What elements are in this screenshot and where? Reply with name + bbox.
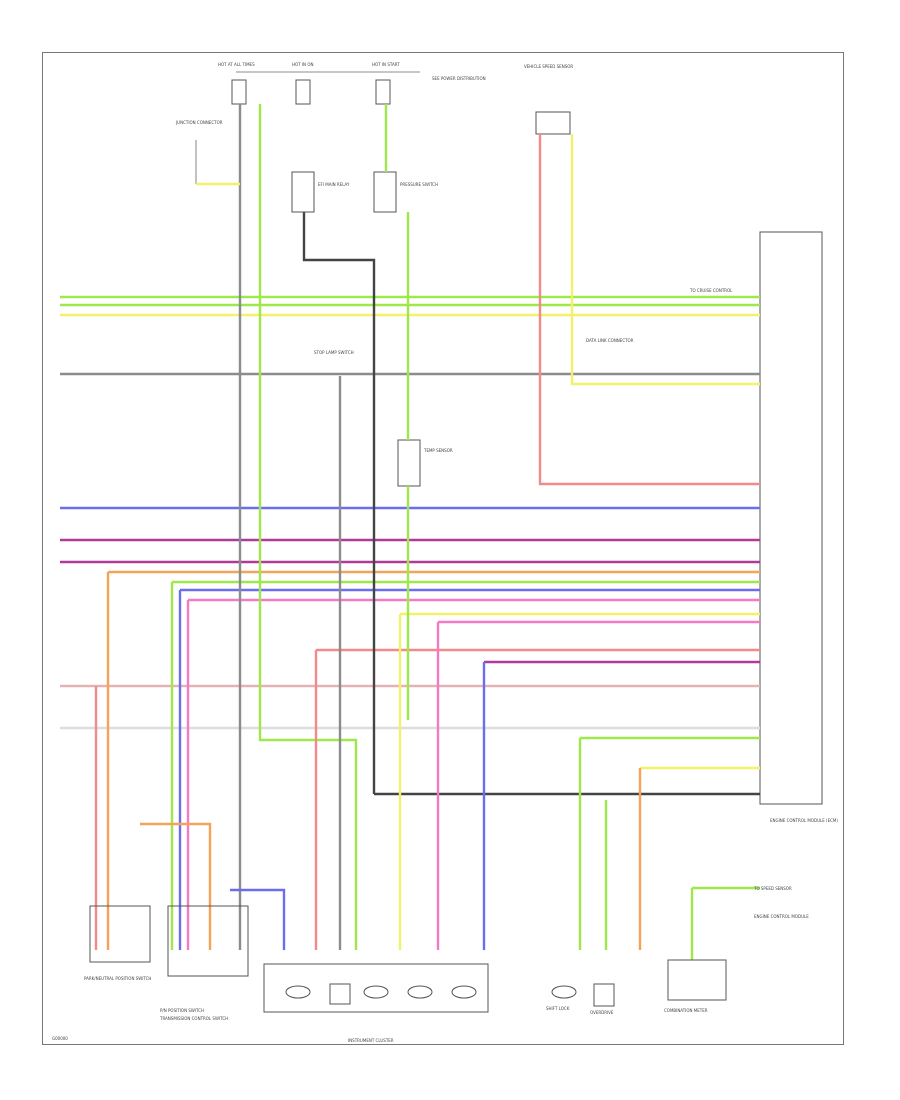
vwire-red-a (538, 134, 760, 486)
footer-code: G00000 (52, 1036, 68, 1041)
combo-label: COMBINATION METER (664, 1008, 708, 1013)
bottom-left-connector (89, 905, 151, 963)
ecm-label: ENGINE CONTROL MODULE (ECM) (770, 818, 838, 823)
main-relay-label: EFI MAIN RELAY (318, 182, 350, 187)
pressure-label: PRESSURE SWITCH (400, 182, 438, 187)
vertical-wires (94, 104, 760, 960)
fuse-2 (295, 79, 311, 105)
overdrive-label: OVERDRIVE (590, 1010, 614, 1015)
cluster-lamp-4 (451, 985, 477, 999)
speed-sensor-box (535, 111, 571, 135)
bottom-components: PARK/NEUTRAL POSITION SWITCH P/N POSITIO… (84, 886, 809, 1043)
relay-1 (291, 171, 315, 213)
top-fuse-3-label: HOT IN START (372, 62, 400, 67)
ecm-right-label: ENGINE CONTROL MODULE (754, 914, 809, 919)
horizontal-wires (60, 295, 760, 796)
left-junction: JUNCTION CONNECTOR (175, 120, 223, 184)
left-junction-label: JUNCTION CONNECTOR (175, 120, 223, 125)
cluster-lamp-2 (363, 985, 389, 999)
cluster-lamp-1 (285, 985, 311, 999)
top-fuse-group: HOT AT ALL TIMES HOT IN ON HOT IN START … (218, 62, 486, 105)
cluster-gauge-1 (329, 983, 351, 1005)
ecm-connector: ENGINE CONTROL MODULE (ECM) TO CRUISE CO… (586, 231, 838, 823)
stop-lamp-label: STOP LAMP SWITCH (314, 350, 354, 355)
ecm-box (759, 231, 823, 805)
cruise-label: TO CRUISE CONTROL (689, 288, 733, 293)
speed-sensor-label: VEHICLE SPEED SENSOR (524, 64, 573, 69)
temp-label: TEMP SENSOR (423, 448, 453, 453)
vwire-orange-c (140, 822, 212, 950)
pnp-label: P/N POSITION SWITCH (160, 1008, 204, 1013)
shift-label: SHIFT LOCK (546, 1006, 570, 1011)
stop-lamp-switch: STOP LAMP SWITCH (314, 350, 354, 355)
vwire-green-a (258, 104, 358, 950)
speed-out-label: TO SPEED SENSOR (753, 886, 792, 891)
cluster-lamp-3 (407, 985, 433, 999)
diagram-frame (42, 52, 844, 1045)
vehicle-speed-sensor: VEHICLE SPEED SENSOR (524, 64, 573, 135)
top-note-label: SEE POWER DISTRIBUTION (432, 76, 486, 81)
vwire-yellow-b (570, 134, 760, 386)
cluster-label: INSTRUMENT CLUSTER (348, 1038, 394, 1043)
relays: EFI MAIN RELAY PRESSURE SWITCH TEMP SENS… (291, 171, 453, 487)
top-fuse-2-label: HOT IN ON (292, 62, 313, 67)
vwire-blue-d (230, 888, 286, 950)
fuse-3 (375, 79, 391, 105)
top-fuse-1-label: HOT AT ALL TIMES (218, 62, 255, 67)
pnp-switch-box (167, 905, 249, 977)
bottom-left-label: PARK/NEUTRAL POSITION SWITCH (84, 976, 151, 981)
dlc-label: DATA LINK CONNECTOR (586, 338, 634, 343)
relay-3 (397, 439, 421, 487)
fuse-1 (231, 79, 247, 105)
relay-2 (373, 171, 397, 213)
cluster-box (263, 963, 489, 1013)
overdrive-box (593, 983, 615, 1007)
vwire-black-a (302, 212, 376, 794)
shift-lamp (551, 985, 577, 999)
tcs-label: TRANSMISSION CONTROL SWITCH (159, 1016, 228, 1021)
combo-meter-box (667, 959, 727, 1001)
